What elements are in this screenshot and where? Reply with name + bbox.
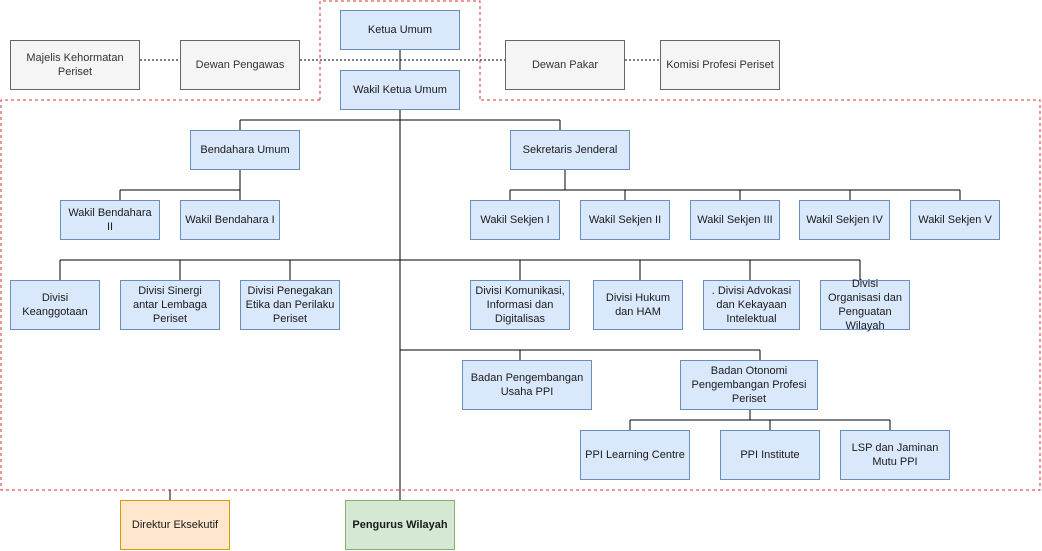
wakil-sekjen-iv-box: Wakil Sekjen IV — [799, 200, 890, 240]
divisi-keanggotaan-box: Divisi Keanggotaan — [10, 280, 100, 330]
divisi-advokasi-box: . Divisi Advokasi dan Kekayaan Intelektu… — [703, 280, 800, 330]
wakil-sekjen-i-box: Wakil Sekjen I — [470, 200, 560, 240]
bendahara-umum-box: Bendahara Umum — [190, 130, 300, 170]
wakil-bendahara-i-box: Wakil Bendahara I — [180, 200, 280, 240]
komisi-profesi-box: Komisi Profesi Periset — [660, 40, 780, 90]
wakil-ketua-umum-box: Wakil Ketua Umum — [340, 70, 460, 110]
pengurus-wilayah-box: Pengurus Wilayah — [345, 500, 455, 550]
wakil-sekjen-iii-box: Wakil Sekjen III — [690, 200, 780, 240]
main-dashed-boundary — [0, 99, 1041, 491]
badan-pengembangan-usaha-box: Badan Pengembangan Usaha PPI — [462, 360, 592, 410]
dewan-pakar-box: Dewan Pakar — [505, 40, 625, 90]
divisi-komunikasi-box: Divisi Komunikasi, Informasi dan Digital… — [470, 280, 570, 330]
ppi-learning-centre-box: PPI Learning Centre — [580, 430, 690, 480]
divisi-organisasi-box: Divisi Organisasi dan Penguatan Wilayah — [820, 278, 910, 332]
direktur-eksekutif-box: Direktur Eksekutif — [120, 500, 230, 550]
divisi-penegakan-box: Divisi Penegakan Etika dan Perilaku Peri… — [240, 280, 340, 330]
divisi-sinergi-box: Divisi Sinergi antar Lembaga Periset — [120, 280, 220, 330]
sekretaris-jenderal-box: Sekretaris Jenderal — [510, 130, 630, 170]
badan-otonomi-box: Badan Otonomi Pengembangan Profesi Peris… — [680, 360, 818, 410]
majelis-kehormatan-box: Majelis Kehormatan Periset — [10, 40, 140, 90]
wakil-bendahara-ii-box: Wakil Bendahara II — [60, 200, 160, 240]
ppi-institute-box: PPI Institute — [720, 430, 820, 480]
hierarchy-lines — [59, 50, 961, 500]
lsp-jaminan-mutu-box: LSP dan Jaminan Mutu PPI — [840, 430, 950, 480]
wakil-sekjen-ii-box: Wakil Sekjen II — [580, 200, 670, 240]
wakil-sekjen-v-box: Wakil Sekjen V — [910, 200, 1000, 240]
divisi-hukum-box: Divisi Hukum dan HAM — [593, 280, 683, 330]
dewan-pengawas-box: Dewan Pengawas — [180, 40, 300, 90]
boundary-dashed-lines — [0, 0, 1041, 491]
ketua-umum-box: Ketua Umum — [340, 10, 460, 50]
top-dashed-boundary — [319, 0, 481, 100]
